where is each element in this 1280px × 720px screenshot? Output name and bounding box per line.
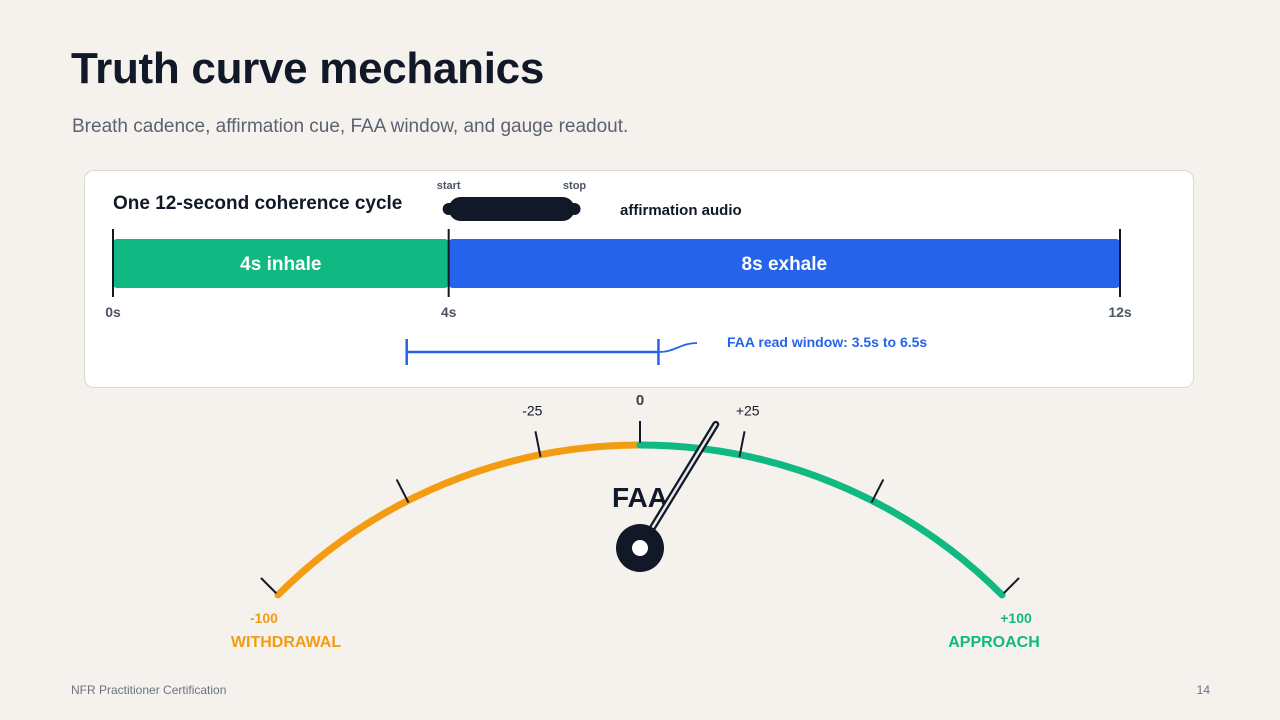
gauge-withdrawal-arc [274, 441, 644, 599]
timeline-ticks: 0s 4s 12s [105, 229, 1132, 320]
phase-bar-2 [448, 239, 1121, 288]
slide-subtitle: Breath cadence, affirmation cue, FAA win… [72, 116, 629, 137]
gauge-needle [616, 420, 720, 572]
gauge-arc-dot-0 [275, 592, 281, 598]
phase-label-2: 8s exhale [742, 254, 828, 275]
gauge-label-2: 0 [636, 392, 644, 409]
approach-zone-label: APPROACH [948, 634, 1040, 651]
phase-label-1: 4s inhale [240, 254, 321, 275]
timeline-tick-label-0: 0s [105, 304, 121, 320]
affirmation-audio-bar [448, 197, 575, 221]
gauge-tick-3 [738, 431, 746, 457]
gauge-arc-dot-2 [999, 592, 1005, 598]
breath-phases: 4s inhale 8s exhale [113, 239, 1121, 288]
timeline-tick-label-2: 12s [1108, 304, 1132, 320]
affirmation-start-label: start [437, 180, 461, 192]
page-number: 14 [1196, 683, 1210, 697]
gauge-label-0: -100 [250, 610, 278, 626]
gauge-label-3: +25 [736, 403, 760, 419]
gauge-label-4: +100 [1000, 610, 1032, 626]
gauge-arc-dot-1 [637, 442, 643, 448]
gauge-hub-center [632, 540, 648, 556]
cycle-heading: One 12-second coherence cycle [113, 193, 402, 214]
gauge-tick-5 [395, 478, 410, 504]
faa-read-window: FAA read window: 3.5s to 6.5s [405, 334, 927, 365]
withdrawal-zone-label: WITHDRAWAL [231, 634, 341, 651]
gauge-center-label: FAA [612, 482, 668, 513]
footer-course-name: NFR Practitioner Certification [71, 683, 227, 697]
gauge-approach-arc [636, 441, 1006, 599]
faa-window-leader [658, 342, 698, 353]
affirmation-stop-marker [568, 203, 581, 215]
affirmation-stop-label: stop [563, 180, 587, 192]
affirmation-cue: start stop affirmation audio [437, 180, 742, 221]
gauge-ticks [260, 421, 1020, 598]
phase-bar-1 [113, 239, 449, 288]
coherence-cycle-card: One 12-second coherence cycle start stop… [84, 170, 1194, 388]
faa-window-label: FAA read window: 3.5s to 6.5s [727, 334, 927, 350]
gauge-tick-6 [870, 478, 885, 504]
timeline-tick-label-1: 4s [441, 304, 457, 320]
gauge-tick-1 [534, 431, 542, 457]
gauge-label-1: -25 [522, 403, 542, 419]
gauge-value-labels: -100 -25 0 +25 +100 [250, 392, 1032, 626]
gauge-needle-core [638, 423, 718, 550]
coherence-cycle-timeline: One 12-second coherence cycle start stop… [105, 180, 1132, 365]
affirmation-start-marker [442, 203, 455, 215]
slide-title: Truth curve mechanics [71, 44, 544, 93]
affirmation-audio-label: affirmation audio [620, 202, 742, 219]
gauge-arcs [274, 441, 1006, 599]
